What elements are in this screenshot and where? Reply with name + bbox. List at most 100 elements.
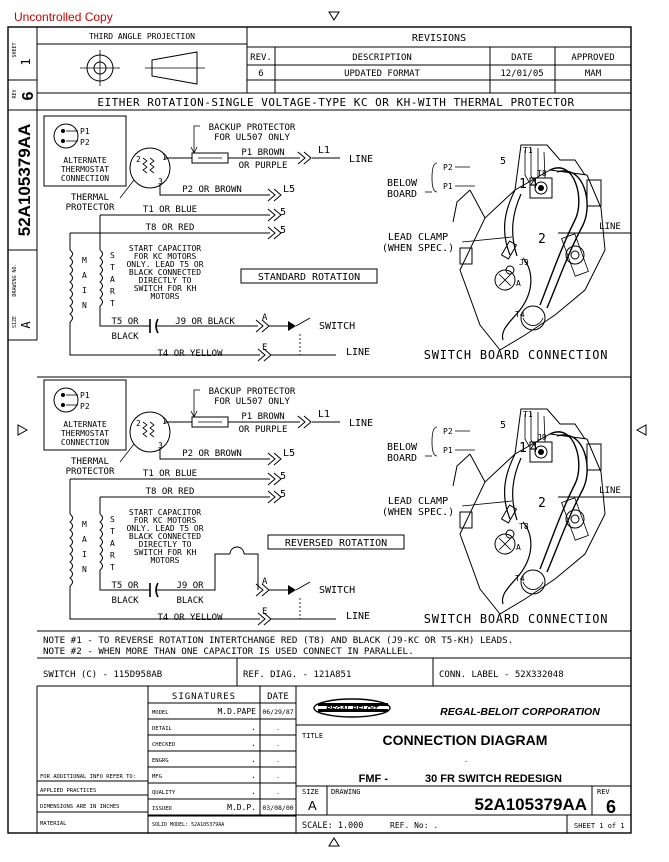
additional-info-label: FOR ADDITIONAL INFO REFER TO: bbox=[40, 774, 136, 780]
revisions-title: REVISIONS bbox=[412, 33, 466, 44]
svg-text:T: T bbox=[110, 527, 115, 536]
approved-value: MAM bbox=[585, 69, 602, 79]
svg-text:J9: J9 bbox=[519, 258, 529, 267]
svg-text:T1: T1 bbox=[523, 410, 533, 419]
thermostat-connector-icon bbox=[53, 123, 79, 149]
svg-text:BLACK: BLACK bbox=[111, 596, 139, 606]
banner-title: EITHER ROTATION-SINGLE VOLTAGE-TYPE KC O… bbox=[97, 96, 574, 109]
side-rev-label: REV bbox=[12, 89, 18, 98]
start-winding-icon bbox=[99, 249, 103, 307]
svg-text:MOTORS: MOTORS bbox=[151, 556, 180, 565]
svg-text:4: 4 bbox=[530, 177, 538, 192]
svg-text:FOR UL507 ONLY: FOR UL507 ONLY bbox=[214, 133, 290, 143]
approved-header: APPROVED bbox=[571, 53, 614, 63]
switch-ref: SWITCH (C) - 115D958AB bbox=[43, 670, 162, 680]
svg-text:T: T bbox=[110, 263, 115, 272]
svg-text:ALTERNATE: ALTERNATE bbox=[63, 420, 107, 429]
bottom-arrow-icon bbox=[328, 837, 340, 847]
svg-text:I: I bbox=[82, 286, 87, 295]
svg-text:R: R bbox=[110, 287, 115, 296]
svg-text:P2: P2 bbox=[443, 163, 453, 172]
signature-date: 03/08/00 bbox=[262, 804, 293, 812]
svg-text:THERMOSTAT: THERMOSTAT bbox=[61, 429, 109, 438]
signature-date: . bbox=[276, 740, 280, 748]
svg-text:BLACK: BLACK bbox=[176, 596, 204, 606]
right-arrow-icon bbox=[635, 424, 647, 436]
svg-text:CONNECTION: CONNECTION bbox=[61, 174, 109, 183]
rev-header: REV. bbox=[250, 53, 272, 63]
svg-text:CONNECTION: CONNECTION bbox=[61, 438, 109, 447]
svg-text:P1 BROWN: P1 BROWN bbox=[241, 412, 284, 422]
side-drawing-number: 52A105379AA bbox=[15, 124, 34, 236]
svg-text:1: 1 bbox=[162, 153, 167, 162]
svg-text:T1 OR BLUE: T1 OR BLUE bbox=[143, 469, 197, 479]
sheet-count: SHEET 1 of 1 bbox=[574, 822, 625, 830]
svg-text:FOR UL507 ONLY: FOR UL507 ONLY bbox=[214, 397, 290, 407]
svg-text:2: 2 bbox=[136, 419, 141, 428]
svg-text:BOARD: BOARD bbox=[387, 453, 417, 464]
scale-value: SCALE: 1.000 bbox=[302, 821, 363, 831]
signature-name: . bbox=[251, 771, 256, 780]
svg-text:J9 OR: J9 OR bbox=[176, 581, 204, 591]
svg-text:A: A bbox=[110, 539, 115, 548]
side-rev-value: 6 bbox=[20, 91, 37, 100]
svg-text:A: A bbox=[262, 577, 268, 587]
title-label: TITLE bbox=[302, 732, 323, 740]
svg-text:SWITCH FOR KH: SWITCH FOR KH bbox=[134, 284, 197, 293]
drawing-subtitle: 30 FR SWITCH REDESIGN bbox=[425, 773, 562, 785]
svg-text:BOARD: BOARD bbox=[387, 189, 417, 200]
svg-text:BLACK CONNECTED: BLACK CONNECTED bbox=[129, 268, 201, 277]
material-label: MATERIAL bbox=[40, 821, 67, 827]
svg-text:T1 OR BLUE: T1 OR BLUE bbox=[143, 205, 197, 215]
signature-date: . bbox=[276, 724, 280, 732]
svg-text:5: 5 bbox=[280, 471, 286, 482]
svg-text:DIRECTLY TO: DIRECTLY TO bbox=[139, 276, 192, 285]
svg-text:T4 OR YELLOW: T4 OR YELLOW bbox=[157, 613, 223, 623]
signature-name: . bbox=[251, 723, 256, 732]
svg-text:E: E bbox=[262, 343, 267, 353]
signature-date: . bbox=[276, 788, 280, 796]
dimensions-label: DIMENSIONS ARE IN INCHES bbox=[40, 804, 119, 810]
svg-text:DIRECTLY TO: DIRECTLY TO bbox=[139, 540, 192, 549]
svg-text:3: 3 bbox=[158, 441, 163, 450]
svg-text:P1 BROWN: P1 BROWN bbox=[241, 148, 284, 158]
svg-text:P2: P2 bbox=[443, 427, 453, 436]
svg-text:T5 OR: T5 OR bbox=[111, 317, 139, 327]
svg-text:(WHEN SPEC.): (WHEN SPEC.) bbox=[382, 507, 454, 518]
svg-text:J9: J9 bbox=[537, 433, 547, 442]
third-angle-symbol-icon bbox=[80, 50, 205, 86]
svg-text:ONLY. LEAD T5 OR: ONLY. LEAD T5 OR bbox=[126, 524, 203, 533]
svg-text:THERMOSTAT: THERMOSTAT bbox=[61, 165, 109, 174]
svg-text:3: 3 bbox=[158, 177, 163, 186]
uncontrolled-copy-stamp: Uncontrolled Copy bbox=[14, 10, 113, 24]
regal-beloit-logo: REGAL BELOIT bbox=[313, 698, 391, 718]
svg-text:SWITCH: SWITCH bbox=[319, 321, 355, 332]
svg-text:T4 OR YELLOW: T4 OR YELLOW bbox=[157, 349, 223, 359]
note-2: NOTE #2 - WHEN MORE THAN ONE CAPACITOR I… bbox=[43, 646, 414, 657]
note-1: NOTE #1 - TO REVERSE ROTATION INTERTCHAN… bbox=[43, 635, 513, 646]
conn-label-ref: CONN. LABEL - 52X332048 bbox=[439, 670, 564, 680]
svg-text:T8 OR RED: T8 OR RED bbox=[146, 223, 195, 233]
signature-name: M.D.P. bbox=[227, 803, 256, 812]
side-sheet-label: SHEET bbox=[12, 42, 18, 57]
svg-text:A: A bbox=[82, 271, 87, 280]
solid-model-label: SOLID MODEL: 52A105379AA bbox=[152, 822, 224, 828]
title-size-value: A bbox=[308, 798, 317, 813]
applied-practices-label: APPLIED PRACTICES bbox=[40, 788, 96, 794]
svg-text:ONLY. LEAD T5 OR: ONLY. LEAD T5 OR bbox=[126, 260, 203, 269]
svg-text:J9 OR BLACK: J9 OR BLACK bbox=[175, 317, 235, 327]
ref-number: REF. No: . bbox=[390, 821, 438, 830]
svg-text:A: A bbox=[516, 543, 521, 552]
svg-text:REGAL BELOIT: REGAL BELOIT bbox=[326, 706, 379, 713]
svg-text:5: 5 bbox=[500, 420, 506, 431]
left-arrow-icon bbox=[17, 424, 29, 436]
svg-text:T8 OR RED: T8 OR RED bbox=[146, 487, 195, 497]
signature-name: . bbox=[251, 787, 256, 796]
signature-role: QUALITY bbox=[152, 790, 176, 796]
svg-text:P1: P1 bbox=[80, 391, 90, 400]
reversed-rotation-label: REVERSED ROTATION bbox=[285, 538, 387, 549]
svg-text:LEAD CLAMP: LEAD CLAMP bbox=[388, 496, 448, 507]
signature-role: CHECKED bbox=[152, 742, 175, 748]
svg-text:FOR KC MOTORS: FOR KC MOTORS bbox=[134, 516, 197, 525]
